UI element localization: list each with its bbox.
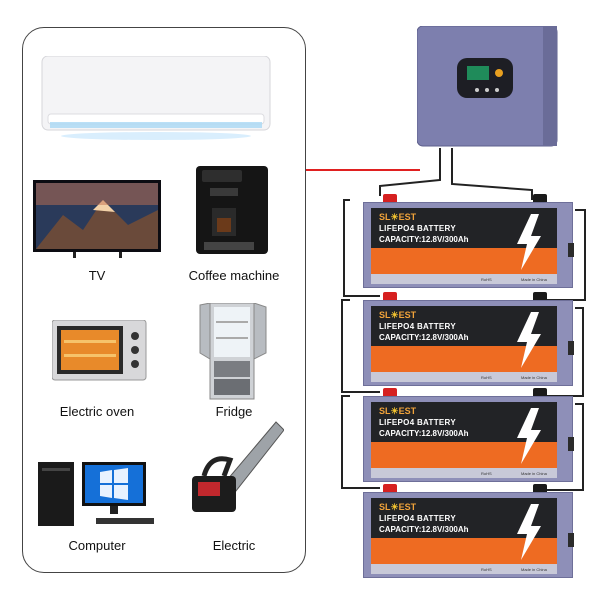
sun-logo-icon: ☀ xyxy=(391,502,399,512)
battery-label-panel: SL☀EST LIFEPO4 BATTERY CAPACITY:12.8V/30… xyxy=(371,402,557,468)
air-conditioner-icon xyxy=(40,56,276,145)
coffee-machine-icon xyxy=(190,162,274,263)
inverter-cable-positive xyxy=(380,148,440,196)
battery-label-panel: SL☀EST LIFEPO4 BATTERY CAPACITY:12.8V/30… xyxy=(371,208,557,274)
lightning-bolt-icon xyxy=(513,408,543,464)
lightning-bolt-icon xyxy=(513,214,543,270)
computer-icon xyxy=(38,458,158,535)
battery-2: SL☀EST LIFEPO4 BATTERY CAPACITY:12.8V/30… xyxy=(363,292,573,388)
computer-label: Computer xyxy=(32,538,162,553)
tv-label: TV xyxy=(32,268,162,283)
coffee-machine-label: Coffee machine xyxy=(169,268,299,283)
sun-logo-icon: ☀ xyxy=(391,310,399,320)
battery-1: SL☀EST LIFEPO4 BATTERY CAPACITY:12.8V/30… xyxy=(363,194,573,290)
lightning-bolt-icon xyxy=(513,312,543,368)
chainsaw-icon xyxy=(184,416,284,527)
sun-logo-icon: ☀ xyxy=(391,406,399,416)
battery-4: SL☀EST LIFEPO4 BATTERY CAPACITY:12.8V/30… xyxy=(363,484,573,580)
chainsaw-label: Electric xyxy=(169,538,299,553)
inverter-icon xyxy=(417,26,559,155)
battery-label-panel: SL☀EST LIFEPO4 BATTERY CAPACITY:12.8V/30… xyxy=(371,498,557,564)
electric-oven-icon xyxy=(52,320,148,389)
battery-label-panel: SL☀EST LIFEPO4 BATTERY CAPACITY:12.8V/30… xyxy=(371,306,557,372)
lightning-bolt-icon xyxy=(513,504,543,560)
tv-icon xyxy=(33,180,163,265)
inverter-cable-negative xyxy=(452,148,532,200)
sun-logo-icon: ☀ xyxy=(391,212,399,222)
battery-3: SL☀EST LIFEPO4 BATTERY CAPACITY:12.8V/30… xyxy=(363,388,573,484)
fridge-icon xyxy=(196,303,268,406)
electric-oven-label: Electric oven xyxy=(32,404,162,419)
